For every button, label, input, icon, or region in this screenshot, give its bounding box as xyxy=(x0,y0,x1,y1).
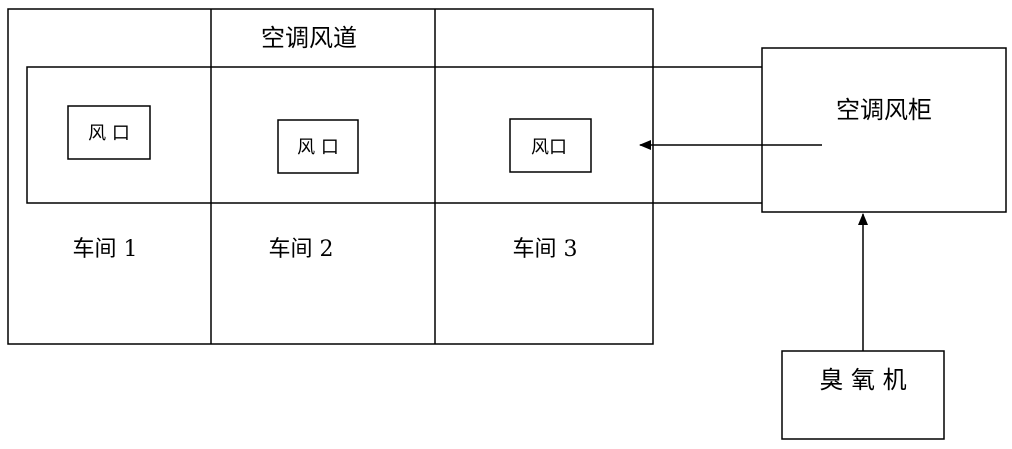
vent-label-1: 风 口 xyxy=(88,123,130,144)
building-outline xyxy=(7,8,654,345)
ahu-label: 空调风柜 xyxy=(836,96,932,124)
vent-label-3: 风口 xyxy=(531,137,567,158)
workshop-label-3: 车间 3 xyxy=(513,237,578,262)
vent-box-2 xyxy=(277,119,359,174)
vent-box-1 xyxy=(67,105,151,160)
ozone-generator-label: 臭 氧 机 xyxy=(819,366,906,394)
vent-label-2: 风 口 xyxy=(297,137,339,158)
workshop-label-1: 车间 1 xyxy=(73,237,138,262)
ozone-generator-box xyxy=(781,350,945,440)
workshop-label-2: 车间 2 xyxy=(269,237,334,262)
duct-label: 空调风道 xyxy=(261,24,357,52)
air-duct xyxy=(26,66,762,204)
vent-box-3 xyxy=(509,118,592,173)
ahu-box xyxy=(761,47,1007,213)
